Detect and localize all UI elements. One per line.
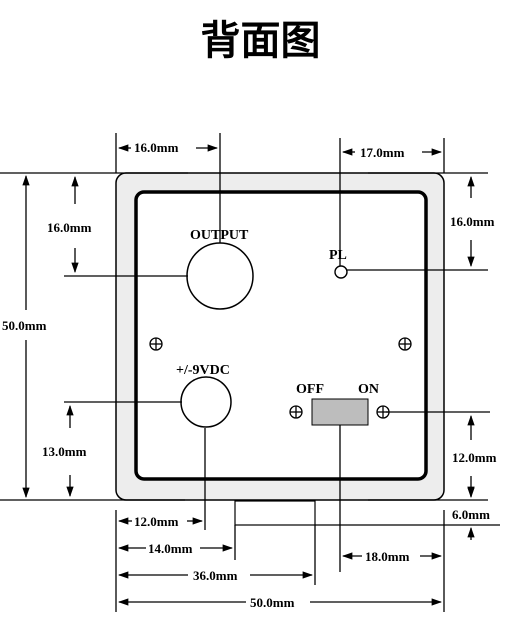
power-jack [180,376,232,428]
power-label: +/-9VDC [176,363,230,378]
dim-switch-protrusion: 6.0mm [452,507,490,522]
output-jack [186,242,254,310]
dim-switch-from-right: 18.0mm [365,549,410,564]
screw-icon [398,337,412,351]
dim-height: 50.0mm [2,318,47,333]
screw-icon [289,405,303,419]
extension-lines [0,133,500,612]
dimension-arrows [22,144,475,606]
pl-led [334,265,348,279]
dim-tab-start: 14.0mm [148,541,193,556]
power-switch [311,398,369,426]
dim-output-from-left: 16.0mm [134,140,179,155]
dim-power-from-bottom: 13.0mm [42,444,87,459]
screw-icon [149,337,163,351]
pl-label: PL [329,248,347,263]
dim-switch-from-bottom: 12.0mm [452,450,497,465]
dim-pl-from-right: 17.0mm [360,145,405,160]
on-label: ON [358,382,379,397]
dim-width: 50.0mm [250,595,295,610]
off-label: OFF [296,382,324,397]
inner-panel [134,190,428,481]
dim-tab-end: 36.0mm [193,568,238,583]
page-title: 背面图 [200,18,321,64]
dim-power-from-left: 12.0mm [134,514,179,529]
dim-pl-from-top: 16.0mm [450,214,495,229]
dim-output-from-top: 16.0mm [47,220,92,235]
bottom-tab [234,500,316,526]
